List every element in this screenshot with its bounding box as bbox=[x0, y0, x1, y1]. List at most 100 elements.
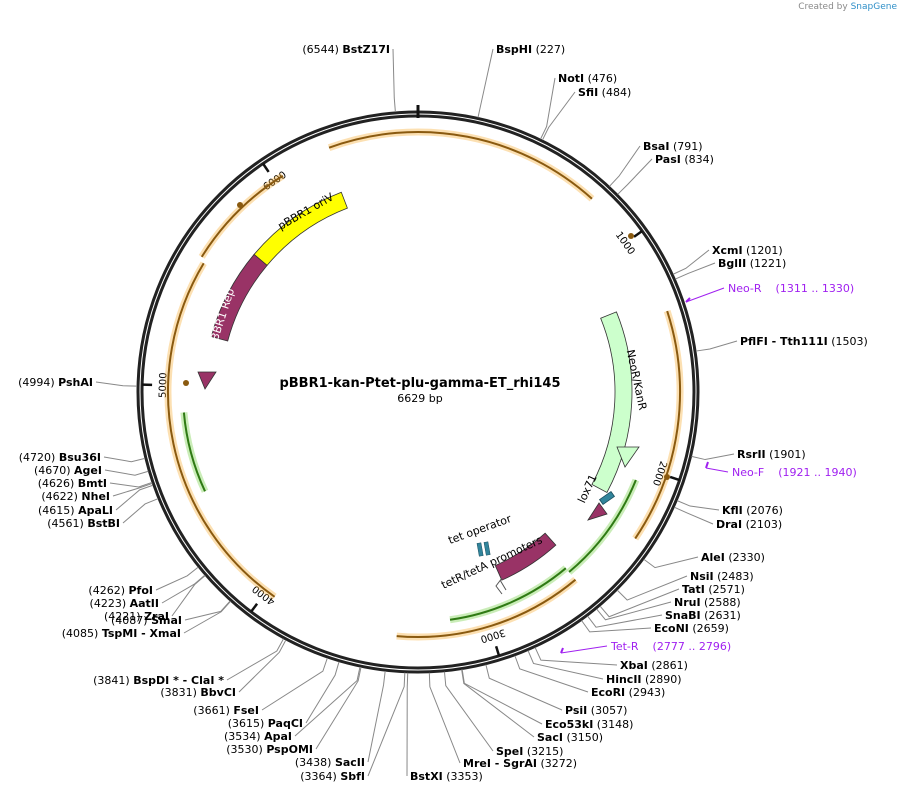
primer-label: Neo-R(1311 .. 1330) bbox=[728, 282, 854, 295]
site-connector bbox=[305, 661, 340, 724]
site-label: (4670) AgeI bbox=[34, 464, 102, 477]
orf-arrows bbox=[164, 128, 684, 641]
site-connector bbox=[695, 340, 738, 352]
site-connector bbox=[95, 381, 138, 387]
primer-neo-r: Neo-R(1311 .. 1330) bbox=[685, 282, 854, 303]
site-pasi: PasI (834) bbox=[617, 153, 714, 195]
tick-3000 bbox=[494, 645, 501, 657]
site-label: SpeI (3215) bbox=[496, 745, 563, 758]
tick-1000 bbox=[633, 229, 643, 238]
site-bmti: (4626) BmtI bbox=[38, 477, 153, 490]
tetr-arrowhead bbox=[587, 502, 608, 521]
site-connector bbox=[367, 671, 386, 763]
tet-operator-mark-2 bbox=[483, 541, 491, 556]
site-bstz17i: (6544) BstZ17I bbox=[302, 43, 396, 112]
site-label: AleI (2330) bbox=[701, 551, 765, 564]
feature-tetr bbox=[494, 532, 557, 581]
site-connector bbox=[261, 657, 328, 711]
site-connector bbox=[428, 672, 461, 764]
site-tati: TatI (2571) bbox=[599, 583, 745, 618]
site-connector bbox=[616, 575, 688, 601]
site-label: XcmI (1201) bbox=[712, 244, 783, 257]
site-label: MreI - SgrAI (3272) bbox=[463, 757, 577, 770]
site-nsii: NsiI (2483) bbox=[616, 570, 754, 601]
site-connector bbox=[155, 566, 199, 591]
site-connector bbox=[596, 601, 672, 621]
site-xcmi: XcmI (1201) bbox=[672, 244, 783, 275]
site-connector bbox=[477, 48, 494, 118]
site-label: RsrII (1901) bbox=[737, 448, 806, 461]
site-bsu36i: (4720) Bsu36I bbox=[19, 451, 146, 464]
site-label: PasI (834) bbox=[655, 153, 714, 166]
primer-mark bbox=[560, 647, 564, 654]
site-label: KflI (2076) bbox=[722, 504, 783, 517]
site-bstxi: BstXI (3353) bbox=[406, 672, 483, 783]
site-noti: NotI (476) bbox=[540, 72, 617, 140]
primer-connector bbox=[560, 645, 608, 654]
site-bspdi-clai: (3841) BspDI * - ClaI * bbox=[93, 638, 284, 687]
restriction-sites: (6544) BstZ17I BspHI (227)NotI (476)SfiI … bbox=[18, 43, 868, 783]
feature-pbbr1-oriv bbox=[253, 191, 348, 266]
site-nhei: (4622) NheI bbox=[41, 482, 153, 503]
site-connector bbox=[514, 655, 589, 693]
tick-4000 bbox=[250, 603, 259, 613]
site-connector bbox=[461, 669, 543, 725]
site-label: BsaI (791) bbox=[643, 140, 703, 153]
site-sfii: SfiI (484) bbox=[541, 86, 631, 141]
site-label: (3534) ApaI bbox=[224, 730, 292, 743]
site-connector bbox=[527, 650, 604, 680]
site-connector bbox=[367, 672, 406, 777]
site-connector bbox=[103, 456, 146, 463]
site-connector bbox=[184, 600, 231, 621]
site-connector bbox=[643, 556, 699, 569]
site-pshai: (4994) PshAI bbox=[18, 376, 138, 389]
site-snabi: SnaBI (2631) bbox=[587, 609, 741, 628]
site-bsai: BsaI (791) bbox=[609, 140, 703, 187]
site-connector bbox=[672, 249, 710, 275]
site-apali: (4615) ApaLI bbox=[38, 484, 154, 517]
site-connector bbox=[226, 638, 284, 681]
site-label: (3661) FseI bbox=[193, 704, 259, 717]
primer-label: Tet-R(2777 .. 2796) bbox=[610, 640, 731, 653]
orf-7 bbox=[180, 412, 209, 493]
site-connector bbox=[675, 262, 716, 280]
neor-kanr-arrowhead bbox=[616, 446, 640, 468]
site-label: (3615) PaqCI bbox=[228, 717, 303, 730]
site-label: EcoNI (2659) bbox=[654, 622, 729, 635]
site-label: (4262) PfoI bbox=[88, 584, 153, 597]
site-connector bbox=[392, 48, 396, 112]
site-connector bbox=[315, 667, 362, 750]
site-connector bbox=[171, 575, 206, 617]
plasmid-size: 6629 bp bbox=[397, 392, 442, 405]
site-label: NruI (2588) bbox=[674, 596, 741, 609]
tick-6000 bbox=[261, 162, 270, 173]
primer-connector bbox=[685, 287, 725, 303]
site-label: Eco53kI (3148) bbox=[545, 718, 633, 731]
site-saci: SacI (3150) bbox=[461, 669, 603, 744]
lox71-mark bbox=[598, 490, 616, 506]
site-label: SnaBI (2631) bbox=[665, 609, 741, 622]
orf-2 bbox=[632, 309, 684, 541]
site-paqci: (3615) PaqCI bbox=[228, 661, 340, 730]
credit-prefix: Created by bbox=[798, 2, 848, 12]
site-bglii: BglII (1221) bbox=[675, 257, 786, 280]
snapgene-credit: Created by SnapGene bbox=[798, 2, 897, 12]
tick-label-5000: 5000 bbox=[158, 372, 170, 398]
site-connector bbox=[691, 453, 735, 461]
site-hincii: HincII (2890) bbox=[527, 650, 682, 686]
site-label: (4720) Bsu36I bbox=[19, 451, 101, 464]
site-connector bbox=[238, 639, 287, 693]
site-bsphi: BspHI (227) bbox=[477, 43, 565, 118]
site-label: DraI (2103) bbox=[716, 518, 782, 531]
site-psii: PsiI (3057) bbox=[485, 664, 627, 717]
site-nrui: NruI (2588) bbox=[596, 596, 741, 621]
site-connector bbox=[485, 664, 563, 711]
primer-neo-f: Neo-F(1921 .. 1940) bbox=[705, 461, 857, 479]
site-connector bbox=[183, 601, 231, 634]
site-connector bbox=[540, 77, 556, 140]
site-label: NotI (476) bbox=[558, 72, 617, 85]
site-label: (4994) PshAI bbox=[18, 376, 93, 389]
site-label: (6544) BstZ17I bbox=[302, 43, 390, 56]
site-apai: (3534) ApaI bbox=[224, 666, 361, 743]
site-ecori: EcoRI (2943) bbox=[514, 655, 665, 699]
